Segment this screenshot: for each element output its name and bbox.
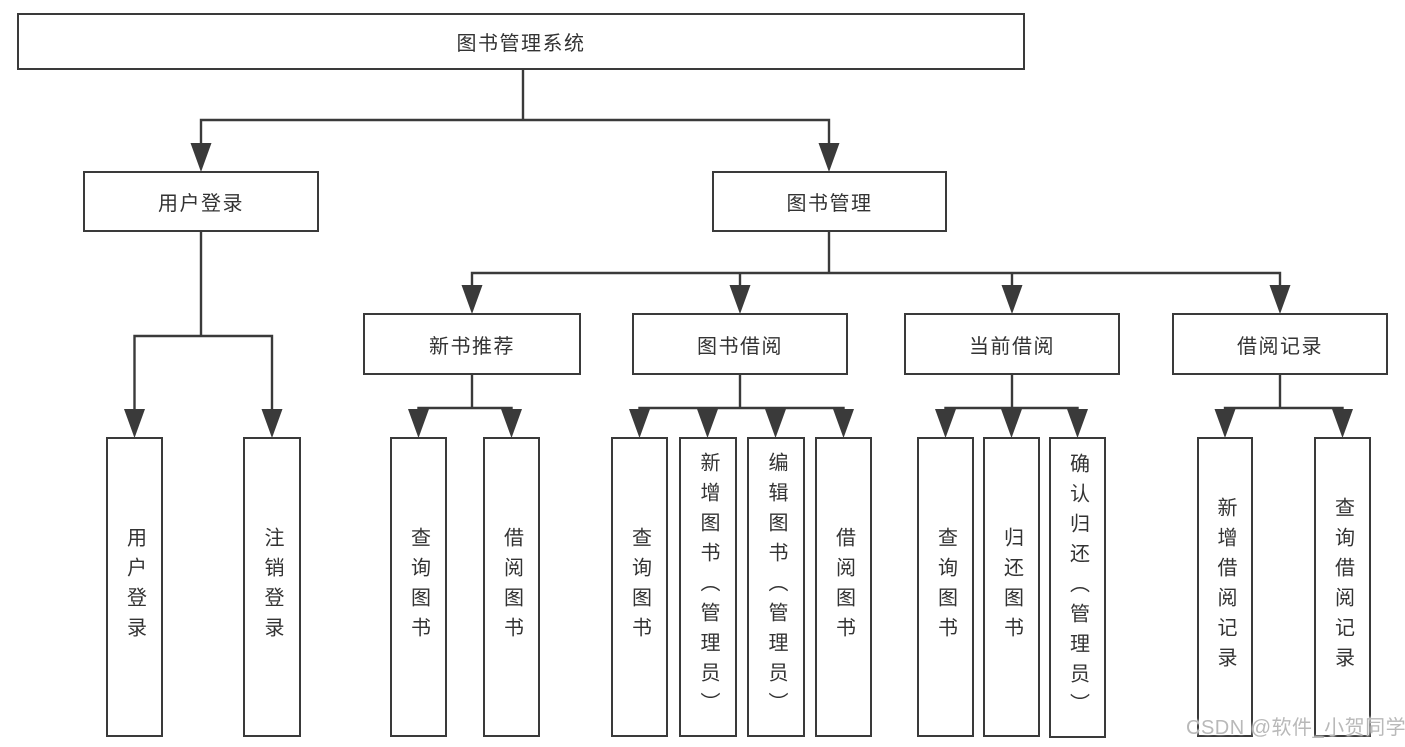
node-label: 图书管理 [786,193,873,215]
leaf-add-borrow-record: 新增借阅记录 [1197,437,1253,737]
node-user-login: 用户登录 [83,171,319,232]
node-label: 编辑图书（管理员） [765,452,787,722]
connector-borrow-children [638,375,845,414]
node-label: 用户登录 [123,527,146,647]
leaf-query-books-borrow: 查询图书 [611,437,668,737]
node-label: 图书借阅 [697,335,783,358]
node-label: 注销登录 [261,527,283,647]
node-label: 查询图书 [628,527,651,647]
arrowheads [124,143,1353,438]
leaf-borrow-books: 借阅图书 [815,437,872,737]
leaf-return-books: 归还图书 [983,437,1040,737]
node-library-management-system: 图书管理系统 [17,13,1025,70]
leaf-edit-book-admin: 编辑图书（管理员） [747,437,805,737]
node-label: 当前借阅 [969,335,1055,358]
node-label: 新增借阅记录 [1214,497,1236,677]
node-book-borrowing: 图书借阅 [632,313,848,375]
node-borrowing-records: 借阅记录 [1172,313,1388,375]
leaf-query-books-recommend: 查询图书 [390,437,447,737]
connector-records-children [1223,375,1344,414]
connector-current-children [944,375,1079,414]
node-label: 确认归还（管理员） [1066,452,1089,723]
connector-user-login-children [133,232,274,414]
leaf-query-borrow-record: 查询借阅记录 [1314,437,1371,737]
node-current-borrowing: 当前借阅 [904,313,1120,375]
watermark-csdn: CSDN @软件_小贺同学 [1186,717,1405,739]
leaf-add-book-admin: 新增图书（管理员） [679,437,737,737]
connector-book-mgmt-children [470,232,1282,292]
node-new-book-recommendation: 新书推荐 [363,313,581,375]
node-label: 用户登录 [158,193,244,215]
node-label: 查询图书 [934,527,957,647]
leaf-query-books-current: 查询图书 [917,437,974,737]
leaf-borrow-books-recommend: 借阅图书 [483,437,540,737]
node-label: 查询借阅记录 [1331,497,1354,677]
node-label: 图书管理系统 [456,33,586,55]
connector-root-to-level2 [199,70,831,150]
node-label: 新书推荐 [429,335,515,358]
node-label: 归还图书 [1000,527,1023,647]
node-label: 查询图书 [407,527,430,647]
node-label: 借阅记录 [1237,335,1323,358]
node-book-management: 图书管理 [712,171,947,232]
leaf-confirm-return-admin: 确认归还（管理员） [1049,437,1106,738]
connector-new-book-children [417,375,513,414]
node-label: 借阅图书 [832,527,855,647]
node-label: 借阅图书 [500,527,523,647]
leaf-logout-login: 注销登录 [243,437,301,737]
node-label: 新增图书（管理员） [697,452,719,722]
leaf-user-login: 用户登录 [106,437,163,737]
